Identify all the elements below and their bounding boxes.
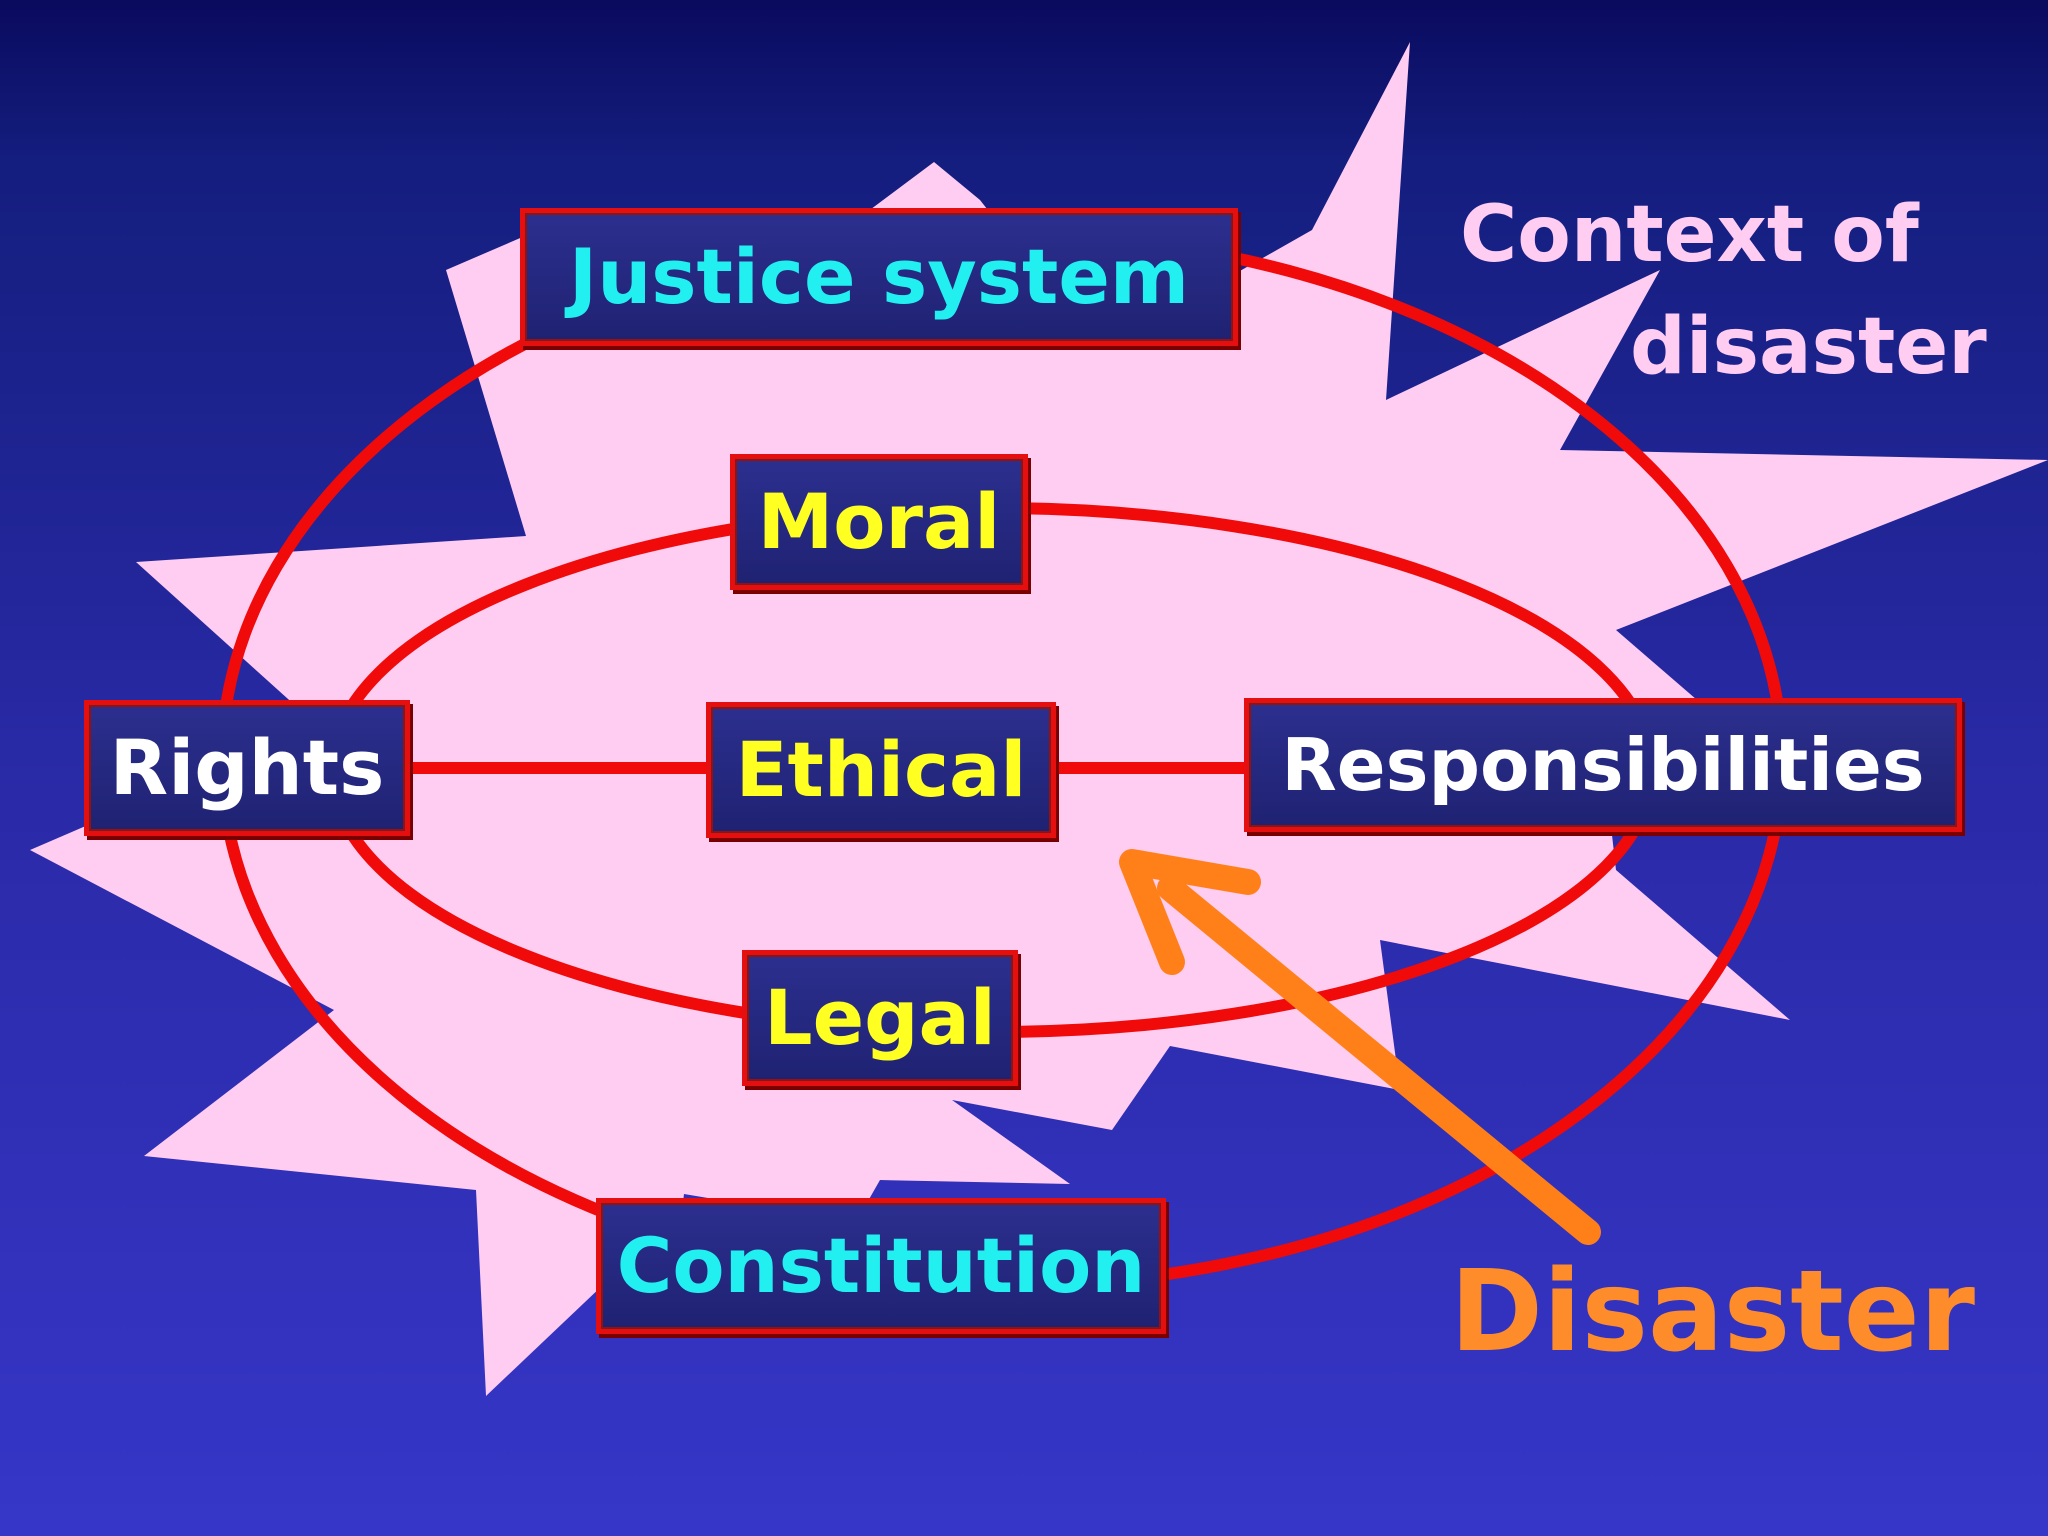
node-moral: Moral bbox=[730, 454, 1028, 590]
node-constitution: Constitution bbox=[596, 1198, 1166, 1334]
node-responsibilities-label: Responsibilities bbox=[1281, 723, 1925, 807]
node-legal-label: Legal bbox=[764, 973, 996, 1062]
node-ethical-label: Ethical bbox=[735, 725, 1027, 814]
node-constitution-label: Constitution bbox=[616, 1221, 1146, 1310]
node-legal: Legal bbox=[742, 950, 1018, 1086]
disaster-label: Disaster bbox=[1450, 1247, 1975, 1377]
context-label-line1: Context of bbox=[1460, 190, 1919, 280]
context-label-line2: disaster bbox=[1630, 302, 1987, 392]
node-moral-label: Moral bbox=[757, 477, 1001, 566]
node-justice-system: Justice system bbox=[520, 208, 1238, 346]
node-ethical: Ethical bbox=[706, 702, 1056, 838]
disaster-arrow-shaft bbox=[1157, 875, 1601, 1245]
node-rights-label: Rights bbox=[109, 723, 385, 812]
node-justice-system-label: Justice system bbox=[568, 232, 1190, 321]
node-responsibilities: Responsibilities bbox=[1244, 698, 1962, 832]
disaster-arrow-head bbox=[1119, 849, 1261, 975]
node-rights: Rights bbox=[84, 700, 410, 836]
